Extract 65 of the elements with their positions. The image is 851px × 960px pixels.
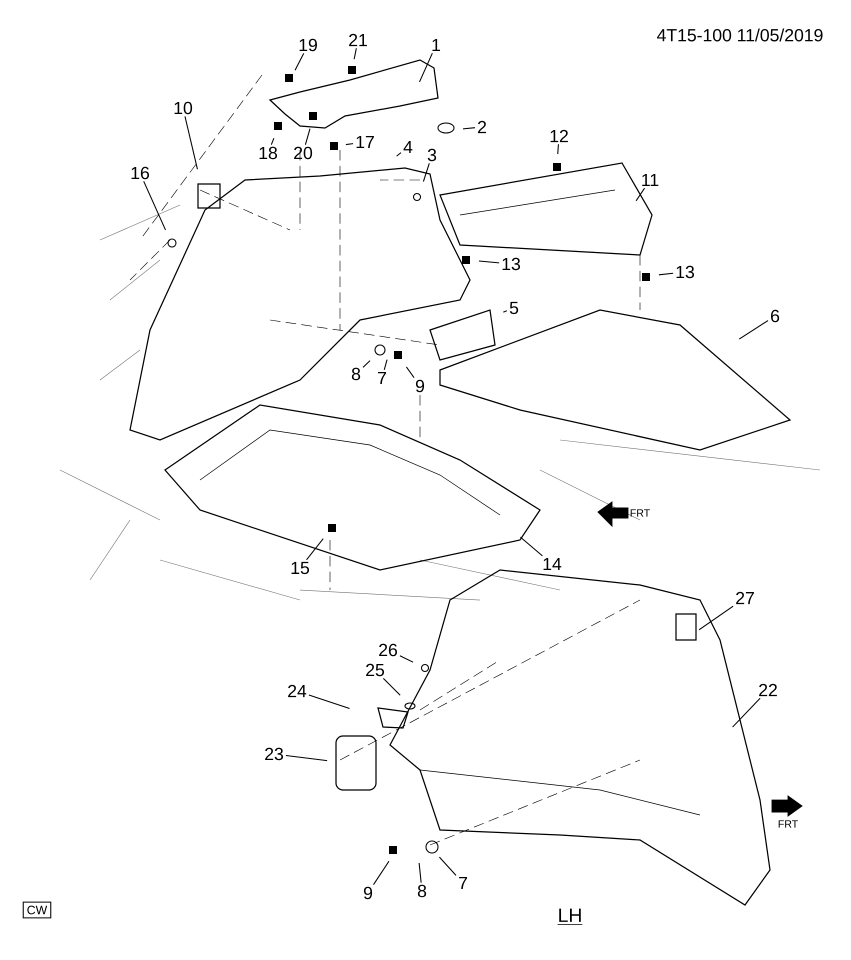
leader-line bbox=[143, 181, 166, 230]
callout-number: 25 bbox=[366, 664, 384, 676]
callout-number: 24 bbox=[288, 684, 306, 698]
callout-number: 23 bbox=[265, 748, 283, 760]
leader-line bbox=[557, 144, 559, 154]
callout-number: 5 bbox=[510, 302, 518, 314]
callout-number: 27 bbox=[736, 592, 754, 604]
leader-line bbox=[286, 754, 328, 762]
callout-number: 3 bbox=[428, 148, 436, 162]
callout-number: 26 bbox=[379, 644, 397, 656]
leader-line bbox=[346, 143, 354, 146]
callout-number: 6 bbox=[771, 310, 780, 322]
leader-line bbox=[373, 860, 390, 885]
callout-number: 17 bbox=[356, 136, 374, 148]
callout-number: 19 bbox=[300, 38, 317, 52]
drawing-number: 4T15-100 11/05/2019 bbox=[657, 28, 823, 42]
leader-line bbox=[422, 163, 430, 182]
leader-line bbox=[732, 698, 761, 728]
callout-number: 7 bbox=[378, 372, 386, 384]
leader-line bbox=[396, 152, 402, 157]
direction-label: FRT bbox=[778, 820, 798, 828]
callout-number: 12 bbox=[550, 130, 568, 142]
leader-line bbox=[294, 53, 304, 70]
leader-line bbox=[503, 310, 508, 313]
direction-label: FRT bbox=[630, 509, 650, 517]
leader-line bbox=[362, 360, 370, 368]
leader-line bbox=[270, 138, 274, 145]
callout-number: 11 bbox=[642, 174, 658, 186]
callout-number: 14 bbox=[544, 558, 562, 570]
leader-line bbox=[636, 188, 645, 202]
leader-line bbox=[462, 127, 476, 130]
leader-line bbox=[520, 536, 543, 556]
view-label: LH bbox=[557, 908, 583, 925]
leader-line bbox=[439, 856, 456, 876]
leader-line bbox=[354, 48, 357, 60]
leader-line bbox=[418, 862, 422, 883]
callout-number: 10 bbox=[174, 102, 192, 114]
callout-number: 2 bbox=[478, 120, 486, 134]
callout-number: 15 bbox=[292, 562, 310, 574]
leader-line bbox=[304, 128, 310, 145]
leader-line bbox=[184, 116, 198, 170]
leader-line bbox=[658, 272, 674, 276]
leader-line bbox=[382, 678, 401, 696]
leader-line bbox=[406, 366, 414, 378]
callout-number: 22 bbox=[759, 684, 777, 696]
callout-number: 8 bbox=[352, 368, 360, 380]
leader-line bbox=[400, 655, 414, 663]
callout-number: 13 bbox=[502, 258, 520, 270]
callout-number: 9 bbox=[416, 380, 424, 392]
leader-line bbox=[478, 260, 500, 264]
callout-number: 13 bbox=[676, 266, 694, 278]
callout-number: 1 bbox=[432, 38, 440, 52]
callout-number: 9 bbox=[364, 886, 372, 900]
leader-line bbox=[698, 606, 734, 630]
view-badge: CW bbox=[22, 902, 52, 918]
leader-line bbox=[738, 320, 768, 340]
leader-line bbox=[308, 694, 350, 709]
callout-number: 16 bbox=[132, 166, 149, 180]
callout-number: 4 bbox=[404, 140, 412, 154]
leader-line bbox=[306, 538, 324, 560]
callout-number: 7 bbox=[459, 876, 468, 890]
callout-number: 18 bbox=[260, 146, 277, 160]
leader-line bbox=[384, 359, 388, 370]
callout-number: 8 bbox=[418, 884, 426, 898]
callout-number: 21 bbox=[349, 34, 367, 46]
